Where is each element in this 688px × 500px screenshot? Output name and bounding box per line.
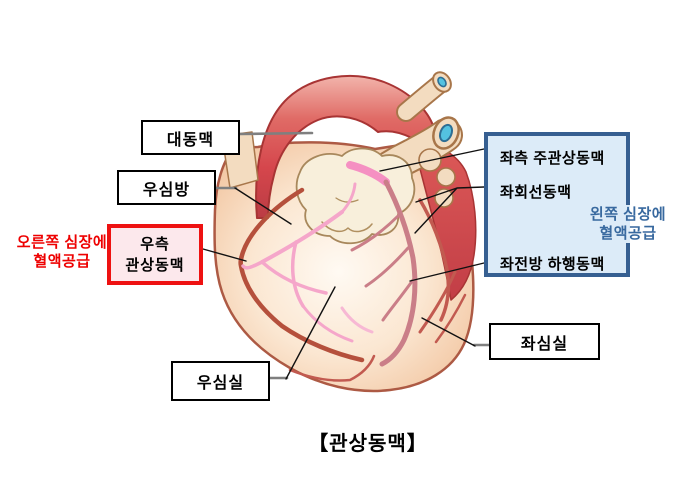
descending-aorta-shape xyxy=(411,137,477,301)
leader-left-ventricle xyxy=(421,317,476,347)
left-main-coronary-label: 좌측 주관상동맥 xyxy=(500,150,605,167)
label-box-right-ventricle: 우심실 xyxy=(171,361,270,401)
leader-lines xyxy=(202,131,491,380)
right-coronary-label-line1: 우측 xyxy=(140,235,170,253)
label-box-right-coronary: 우측 관상동맥 xyxy=(107,224,203,285)
aortic-arch-shape xyxy=(255,74,435,219)
left-supply-line2: 혈액공급 xyxy=(599,225,657,242)
appendage-crease-2 xyxy=(335,197,359,203)
leader-right-atrium xyxy=(234,187,292,225)
leader-aorta xyxy=(238,131,314,136)
right-supply-line1: 오른쪽 심장에 xyxy=(16,234,108,251)
diagram-title: 【관상동맥】 xyxy=(308,433,428,455)
rca-bottom-branch xyxy=(288,354,376,382)
label-box-left-coronary-group: 좌측 주관상동맥 좌회선동맥 좌전방 하행동맥 xyxy=(484,132,630,277)
left-ventricle-label: 좌심실 xyxy=(520,335,569,353)
leader-right-ventricle xyxy=(285,286,336,380)
left-main-artery-highlight xyxy=(346,161,390,186)
leader-lad xyxy=(409,262,485,282)
right-supply-line2: 혈액공급 xyxy=(33,253,91,270)
pulmonary-cut-end xyxy=(432,116,460,150)
label-box-right-atrium: 우심방 xyxy=(117,170,216,205)
right-coronary-label-line2: 관상동맥 xyxy=(125,256,185,274)
pink-collateral-vessels xyxy=(241,182,374,343)
right-atrium-label: 우심방 xyxy=(142,181,191,199)
leader-right-coronary xyxy=(202,248,247,262)
small-vessel-cut-end xyxy=(432,71,452,93)
supply-note-left: 왼쪽 심장에 혈액공급 xyxy=(577,205,679,243)
label-box-left-ventricle: 좌심실 xyxy=(489,323,600,360)
leader-left-main xyxy=(379,148,485,172)
left-supply-line1: 왼쪽 심장에 xyxy=(589,206,667,223)
pulmonary-vein-knobs xyxy=(418,148,456,208)
appendage-crease xyxy=(321,221,373,233)
right-ventricle-label: 우심실 xyxy=(196,375,245,392)
aorta-label: 대동맥 xyxy=(166,131,215,149)
label-box-aorta: 대동맥 xyxy=(141,120,240,155)
leader-circumflex xyxy=(414,186,485,234)
lad-artery-vessel xyxy=(350,179,418,367)
supply-note-right: 오른쪽 심장에 혈액공급 xyxy=(5,233,119,271)
circumflex-label: 좌회선동맥 xyxy=(500,184,572,201)
lad-label: 좌전방 하행동맥 xyxy=(500,256,605,273)
right-coronary-artery-vessel xyxy=(238,187,365,363)
